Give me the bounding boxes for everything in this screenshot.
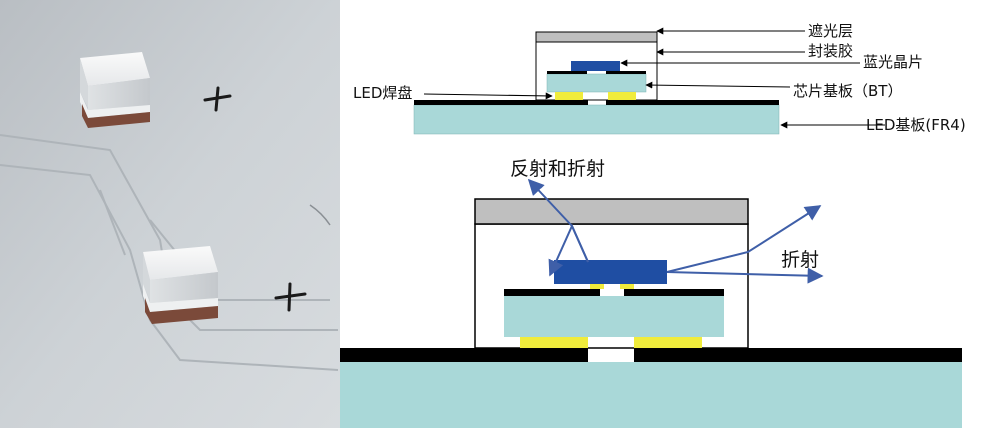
arrow-led-pad bbox=[423, 92, 553, 100]
fiducial-marks bbox=[203, 86, 307, 312]
top-chip-substrate-metal-left bbox=[547, 71, 587, 74]
top-copper-layer-left bbox=[414, 100, 588, 105]
top-chip-substrate-metal-right bbox=[606, 71, 646, 74]
bottom-pad-right bbox=[634, 337, 702, 348]
surface-scratch bbox=[309, 204, 331, 226]
top-led-substrate bbox=[413, 104, 780, 135]
label-encapsulant: 封装胶 bbox=[808, 42, 854, 60]
top-pad-left bbox=[555, 92, 583, 100]
bottom-chip-bump-left bbox=[590, 284, 604, 289]
bottom-chip-substrate-metal-left bbox=[504, 289, 600, 296]
led-photo bbox=[0, 0, 340, 428]
label-led-substrate: LED基板(FR4) bbox=[866, 116, 966, 134]
arrow-chip-substrate bbox=[645, 81, 791, 89]
label-reflection-refraction: 反射和折射 bbox=[510, 158, 606, 180]
top-pad-right bbox=[608, 92, 636, 100]
bottom-chip-substrate bbox=[504, 296, 724, 337]
diagram-canvas bbox=[340, 27, 962, 428]
bottom-led-substrate bbox=[340, 362, 962, 428]
bottom-copper-layer-right bbox=[634, 348, 962, 362]
label-light-shield: 遮光层 bbox=[808, 22, 854, 40]
label-blue-chip: 蓝光晶片 bbox=[863, 53, 924, 71]
led-package-lower bbox=[143, 246, 218, 324]
bottom-pad-left bbox=[520, 337, 588, 348]
top-chip-substrate bbox=[546, 73, 647, 93]
top-copper-layer-right bbox=[606, 100, 779, 105]
top-diagram bbox=[413, 27, 885, 135]
label-refraction: 折射 bbox=[781, 249, 820, 271]
bottom-chip-bump-right bbox=[620, 284, 634, 289]
bottom-blue-chip bbox=[554, 260, 667, 284]
top-light-shield bbox=[535, 31, 658, 43]
ray-refract-horizontal bbox=[666, 267, 824, 284]
led-cross-section-diagrams: 遮光层 封装胶 蓝光晶片 芯片基板（BT） LED焊盘 LED基板(FR4) 反… bbox=[340, 0, 1000, 428]
bottom-chip-substrate-metal-right bbox=[624, 289, 724, 296]
label-led-pad: LED焊盘 bbox=[353, 84, 413, 102]
label-chip-substrate: 芯片基板（BT） bbox=[793, 82, 903, 100]
ray-reflect-up bbox=[527, 178, 589, 263]
light-rays bbox=[527, 178, 824, 284]
bottom-diagram bbox=[340, 178, 962, 428]
led-package-upper bbox=[80, 52, 150, 128]
bottom-light-shield bbox=[474, 198, 749, 225]
ray-refract-side bbox=[666, 205, 822, 273]
bottom-copper-layer-left bbox=[340, 348, 588, 362]
top-blue-chip bbox=[571, 61, 620, 71]
